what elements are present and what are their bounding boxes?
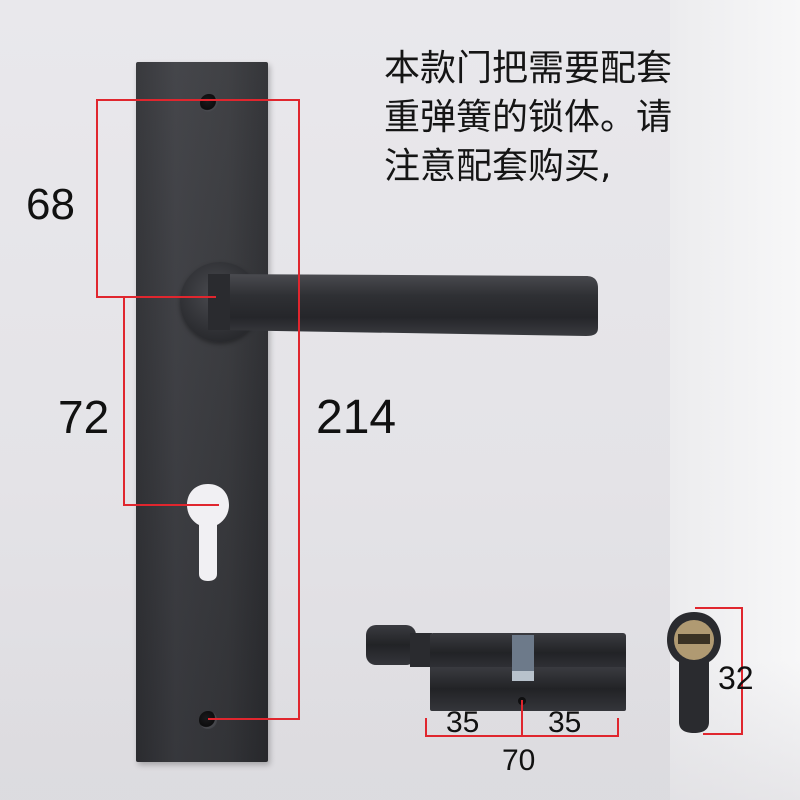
dim-label-68: 68 [26,180,75,229]
dim-line-cyl-base [425,735,619,737]
dim-label-72: 72 [58,391,110,443]
dim-label-cyl-right: 35 [548,706,582,739]
dim-label-cyl-total: 70 [502,744,536,777]
door-lever-handle [208,274,598,336]
dim-line-72-bottom [123,504,219,506]
top-screw-hole [200,94,218,112]
dim-line-72-left [123,296,125,506]
notice-text: 本款门把需要配套 重弹簧的锁体。请 注意配套购买, [384,44,754,191]
lock-cylinder [366,625,626,711]
dim-line-68-top [96,99,300,101]
dim-line-face-top [695,607,743,609]
background-floor [0,660,800,800]
notice-line-2: 重弹簧的锁体。请 [384,97,673,138]
dim-tick-cyl-left [425,718,427,736]
dim-label-face-height: 32 [718,660,754,696]
notice-line-1: 本款门把需要配套 [384,48,673,89]
dim-line-face-bottom [703,733,743,735]
keyhole-cutout [187,484,229,581]
dim-line-214-right [298,99,300,720]
dim-line-68-left [96,99,98,298]
dim-label-214: 214 [316,391,397,444]
dim-tick-cyl-mid [521,700,523,736]
door-backplate [136,62,268,762]
notice-line-3: 注意配套购买, [384,146,612,187]
dim-tick-cyl-right [617,718,619,736]
dim-line-face-right [741,607,743,735]
bottom-screw-hole [199,711,217,729]
dim-line-214-bottom [208,718,300,720]
cylinder-face-view [667,612,721,733]
dim-label-cyl-left: 35 [446,706,480,739]
dim-line-68-bottom [96,296,216,298]
